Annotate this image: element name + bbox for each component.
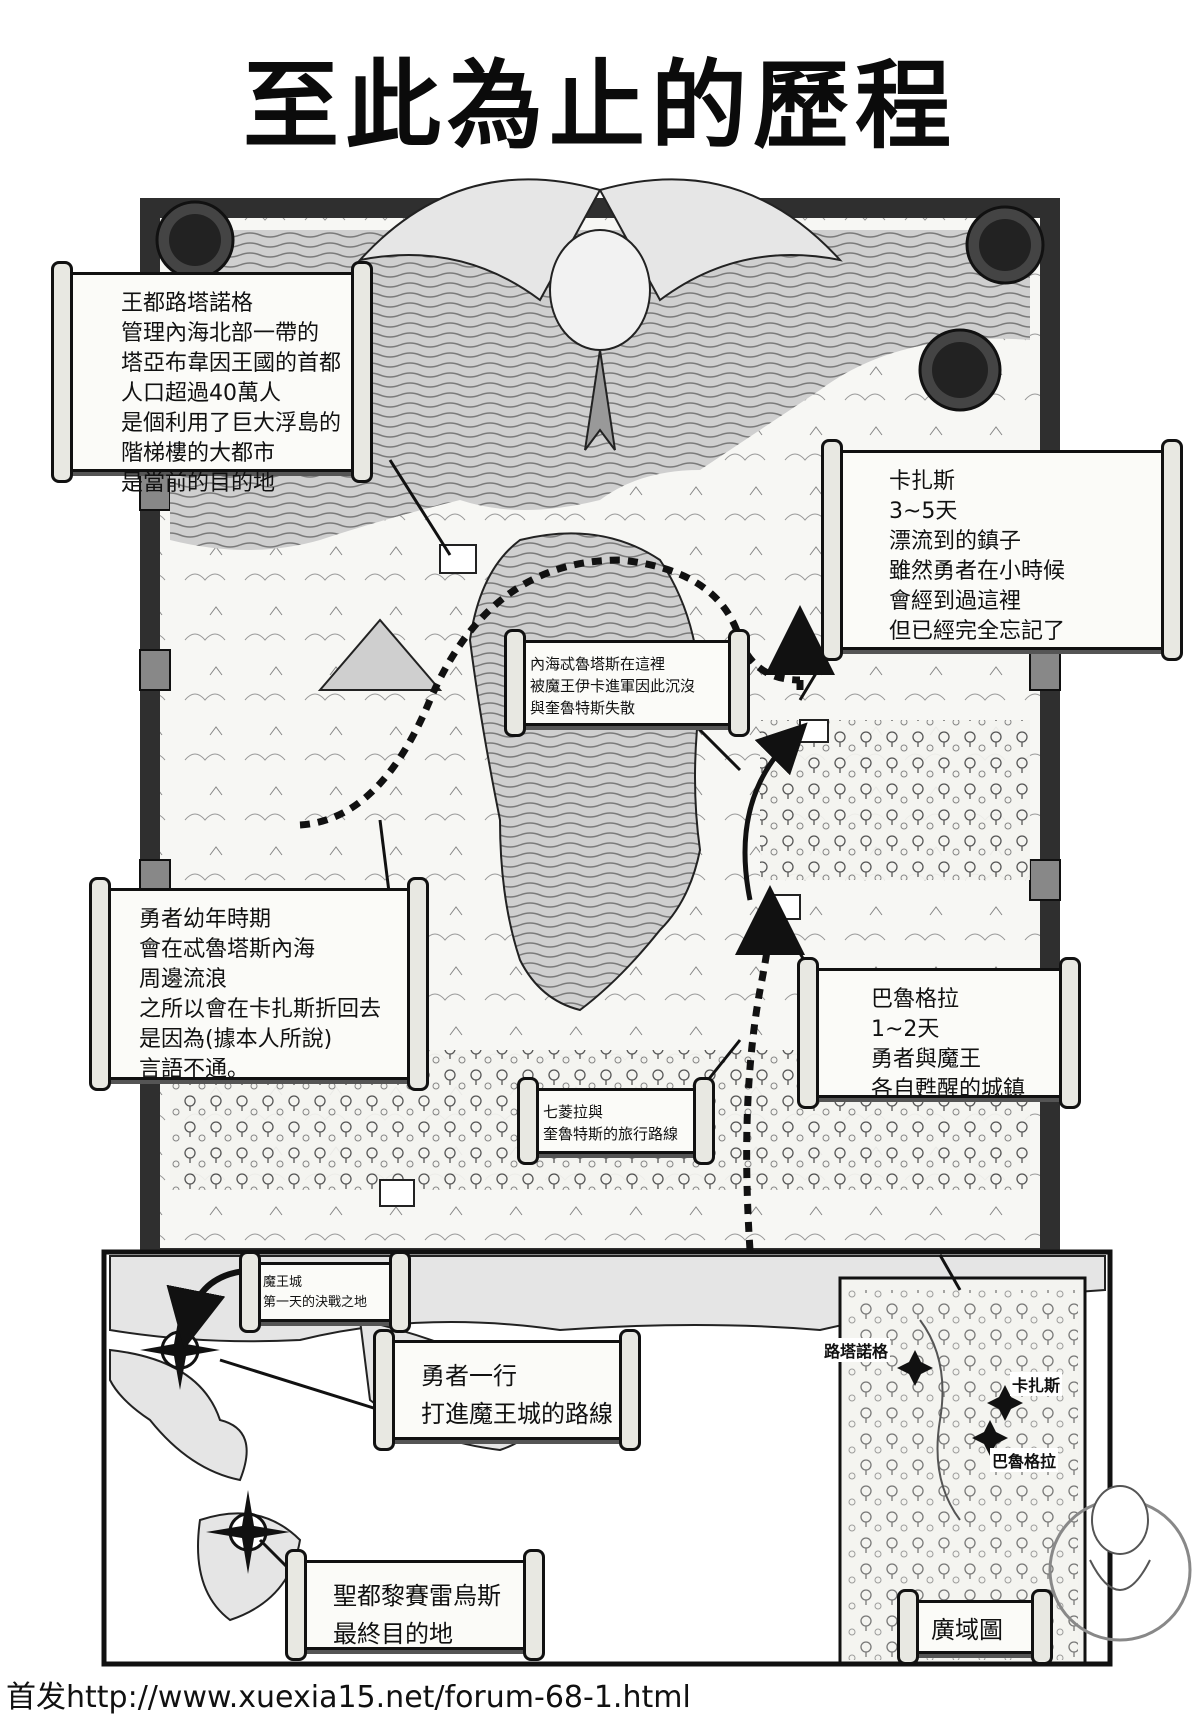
forest-east — [760, 720, 1030, 880]
callout-balugra: 巴魯格拉 1~2天 勇者與魔王 各自甦醒的城鎮 — [797, 957, 1081, 1109]
callout-line: 聖都黎賽雷烏斯 — [333, 1582, 501, 1610]
callout-line: 內海忒魯塔斯在這裡 — [530, 655, 666, 673]
callout-line: 人口超過40萬人 — [121, 381, 281, 406]
callout-line: 第一天的決戰之地 — [263, 1295, 368, 1310]
emblem-medallions — [155, 200, 1045, 412]
callout-line: 會在忒魯塔斯內海 — [139, 937, 316, 962]
mascot-character — [1048, 1485, 1192, 1642]
callout-line: 雖然勇者在小時候 — [889, 559, 1066, 584]
goddess-emblem — [357, 178, 843, 451]
callout-demon-castle: 魔王城 第一天的決戰之地 — [239, 1251, 411, 1333]
callout-line: 塔亞布韋因王國的首都 — [121, 351, 342, 376]
pointer-childhood — [378, 819, 392, 901]
callout-line: 王都路塔諾格 — [121, 291, 254, 316]
callout-line: 廣域圖 — [931, 1616, 1003, 1644]
callout-line: 勇者一行 — [421, 1362, 517, 1390]
callout-line: 七菱拉與 — [543, 1103, 604, 1121]
callout-line: 卡扎斯 — [889, 469, 956, 494]
callout-line: 階梯樓的大都市 — [121, 441, 276, 466]
callout-line: 與奎魯特斯失散 — [530, 699, 636, 717]
page-title: 至此為止的歷程 — [243, 50, 957, 162]
callout-line: 之所以會在卡扎斯折回去 — [139, 997, 382, 1022]
pointer-sunken — [688, 718, 742, 772]
callout-line: 但已經完全忘記了 — [889, 619, 1066, 644]
callout-line: 最終目的地 — [333, 1620, 453, 1648]
callout-hero-route: 勇者一行 打進魔王城的路線 — [373, 1329, 641, 1451]
callout-childhood: 勇者幼年時期 會在忒魯塔斯內海 周邊流浪 之所以會在卡扎斯折回去 是因為(據本人… — [89, 877, 429, 1091]
callout-line: 漂流到的鎮子 — [889, 529, 1022, 554]
minimap-label-lutanorg: 路塔諾格 — [822, 1338, 891, 1362]
callout-line: 勇者與魔王 — [871, 1047, 982, 1072]
callout-line: 奎魯特斯的旅行路線 — [543, 1125, 679, 1143]
callout-line: 1~2天 — [871, 1017, 940, 1042]
callout-line: 管理內海北部一帶的 — [121, 321, 320, 346]
minimap-label-kazas: 卡扎斯 — [1010, 1372, 1063, 1396]
callout-line: 是因為(據本人所說) — [139, 1027, 333, 1052]
callout-lutanorg: 王都路塔諾格 管理內海北部一帶的 塔亞布韋因王國的首都 人口超過40萬人 是個利… — [51, 261, 373, 496]
callout-line: 打進魔王城的路線 — [421, 1400, 613, 1428]
footer-source-link: 首发http://www.xuexia15.net/forum-68-1.htm… — [6, 1680, 691, 1715]
minimap-label-balugra: 巴魯格拉 — [990, 1448, 1059, 1472]
pointer-hero-route — [219, 1358, 381, 1412]
pointer-lutanorg — [388, 459, 452, 556]
callout-line: 是個利用了巨大浮島的 — [121, 411, 342, 436]
callout-line: 會經到過這裡 — [889, 589, 1022, 614]
journey-route-south — [734, 885, 805, 1251]
callout-line: 被魔王伊卡進軍因此沉沒 — [530, 677, 696, 695]
callout-wide-map: 廣域圖 — [897, 1589, 1053, 1665]
callout-kazas: 卡扎斯 3~5天 漂流到的鎮子 雖然勇者在小時候 會經到過這裡 但已經完全忘記了 — [821, 439, 1183, 661]
callout-line: 各自甦醒的城鎮 — [871, 1077, 1026, 1102]
callout-line: 魔王城 — [263, 1275, 303, 1290]
callout-holy-city: 聖都黎賽雷烏斯 最終目的地 — [285, 1549, 545, 1661]
callout-line: 巴魯格拉 — [871, 987, 960, 1012]
callout-line: 言語不通。 — [139, 1057, 250, 1082]
callout-line: 周邊流浪 — [139, 967, 228, 992]
route-to-kazas-solid — [742, 722, 808, 901]
callout-route-note: 七菱拉與 奎魯特斯的旅行路線 — [517, 1077, 715, 1165]
volcano — [317, 618, 443, 691]
callout-sunken-ship: 內海忒魯塔斯在這裡 被魔王伊卡進軍因此沉沒 與奎魯特斯失散 — [504, 629, 750, 737]
callout-line: 是當前的目的地 — [121, 471, 276, 496]
compass-star-holy-city — [206, 1490, 290, 1574]
callout-line: 勇者幼年時期 — [139, 907, 272, 932]
callout-line: 3~5天 — [889, 499, 958, 524]
